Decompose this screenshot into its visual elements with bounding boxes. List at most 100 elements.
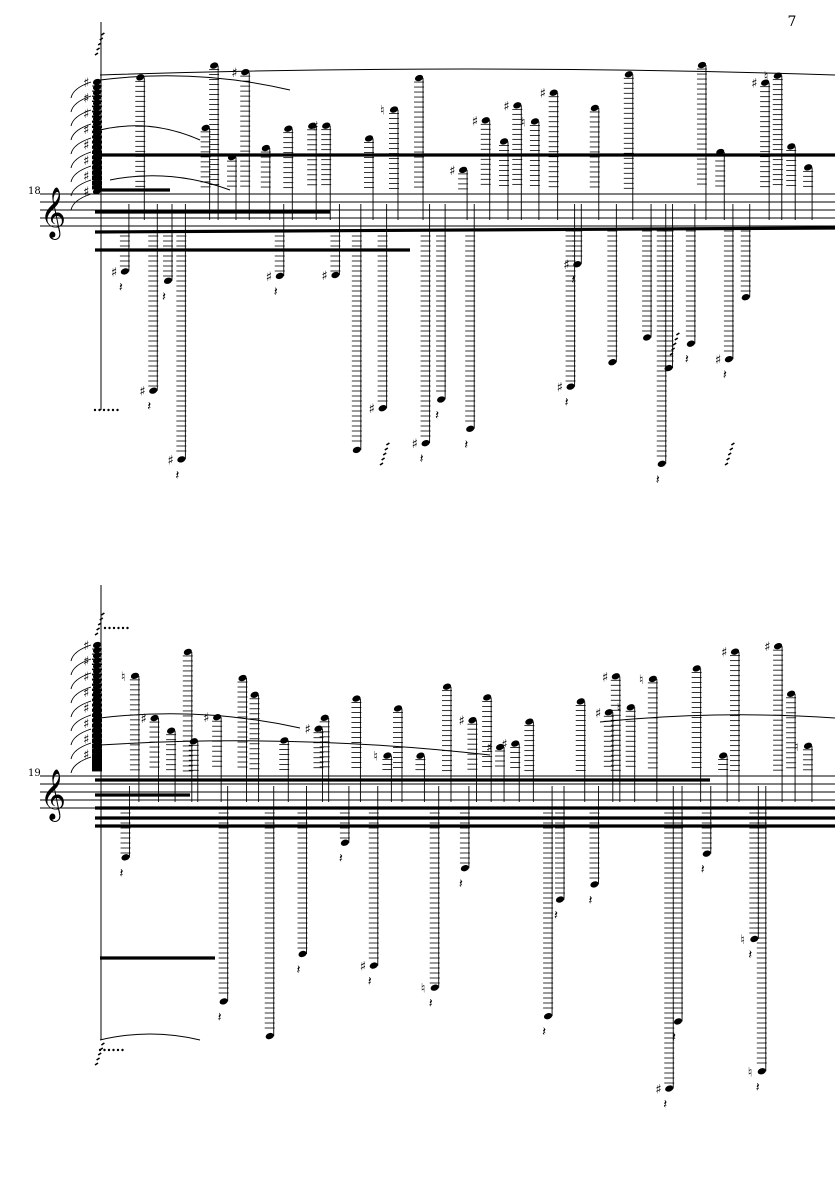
note-accidental: ♮ xyxy=(740,933,745,948)
tie-arc xyxy=(70,109,92,127)
note xyxy=(511,740,520,747)
dotted-extension xyxy=(103,1048,106,1052)
system-19: 𝄞♯♯♯♯♯♯♯♯𝄽♮♯♯𝄽𝄽♯𝄽♯𝄽♮♮𝄽𝄽♯♯♯𝄽𝄽𝄽♯♯♮♮♯𝄽𝄽𝄽♯♮𝄽… xyxy=(40,585,835,1113)
cluster-note xyxy=(92,719,102,727)
tremolo-mark xyxy=(674,337,679,341)
tie-arc xyxy=(70,714,92,732)
tremolo-mark xyxy=(94,632,99,636)
note-accidental: ♯ xyxy=(412,437,418,452)
rest: 𝄽 xyxy=(339,852,343,867)
tremolo-mark xyxy=(381,457,386,461)
rest: 𝄽 xyxy=(429,997,433,1012)
rest: 𝄽 xyxy=(672,1030,676,1045)
note-accidental: ♯ xyxy=(231,66,237,81)
note xyxy=(665,1085,674,1092)
note xyxy=(261,144,270,152)
cluster-note xyxy=(92,182,102,190)
dotted-extension xyxy=(121,626,125,630)
note xyxy=(320,714,329,722)
note xyxy=(786,690,796,697)
note xyxy=(719,752,728,759)
note xyxy=(642,334,652,341)
rest: 𝄽 xyxy=(748,948,752,963)
tremolo-mark xyxy=(100,612,105,616)
cluster-note xyxy=(92,678,102,685)
cluster-note xyxy=(92,104,102,112)
cluster-note xyxy=(92,130,102,138)
note xyxy=(664,364,673,372)
note xyxy=(673,1018,683,1025)
note xyxy=(803,742,813,749)
note xyxy=(757,1068,766,1075)
note xyxy=(393,705,403,712)
note xyxy=(499,138,509,145)
cluster-note-accidental: ♯ xyxy=(83,123,89,138)
note xyxy=(604,709,613,716)
tie-arc xyxy=(70,686,92,704)
tie-arc xyxy=(70,672,92,690)
note xyxy=(459,166,468,174)
tie-arc xyxy=(70,165,92,183)
cluster-note-accidental: ♯ xyxy=(83,670,89,685)
rest: 𝄽 xyxy=(175,468,179,483)
tie-arc xyxy=(70,742,92,760)
cluster-note-accidental: ♯ xyxy=(83,154,89,169)
note-accidental: ♯ xyxy=(486,741,492,756)
tremolo-mark xyxy=(675,332,680,336)
measure-number-18: 18 xyxy=(28,186,41,197)
note xyxy=(416,752,425,759)
note xyxy=(530,118,539,125)
cluster-note-accidental: ♯ xyxy=(83,686,89,701)
rest: 𝄽 xyxy=(588,893,592,908)
note-accidental: ♯ xyxy=(167,453,173,468)
note-accidental: ♮ xyxy=(373,750,378,765)
dotted-extension xyxy=(98,408,101,412)
dotted-extension xyxy=(112,1048,115,1052)
note xyxy=(340,839,349,846)
cluster-note xyxy=(92,667,102,675)
cluster-note-accidental: ♯ xyxy=(83,655,89,670)
cluster-note xyxy=(92,756,102,763)
note xyxy=(730,648,740,655)
rest: 𝄽 xyxy=(120,866,124,881)
note xyxy=(213,714,222,721)
measure-number-19: 19 xyxy=(28,768,41,779)
note-accidental: ♮ xyxy=(617,701,622,716)
cluster-note xyxy=(92,683,102,690)
tremolo-mark xyxy=(724,462,729,466)
note xyxy=(389,106,399,113)
note xyxy=(227,153,237,161)
note xyxy=(183,648,192,656)
note xyxy=(369,962,378,969)
tie-arc xyxy=(70,151,92,169)
rest: 𝄽 xyxy=(119,280,123,295)
cluster-note xyxy=(92,662,102,669)
note xyxy=(430,984,439,991)
note xyxy=(460,864,469,872)
note-accidental: ♯ xyxy=(360,960,366,975)
treble-clef: 𝄞 xyxy=(40,187,66,240)
cluster-note xyxy=(92,751,102,758)
note xyxy=(773,72,782,79)
cluster-note xyxy=(92,125,102,132)
page-number: 7 xyxy=(787,14,797,30)
note xyxy=(265,1032,274,1040)
note xyxy=(378,405,387,412)
cluster-note xyxy=(92,740,102,747)
note xyxy=(414,74,424,82)
note xyxy=(331,271,340,279)
cluster-note xyxy=(92,699,102,706)
note xyxy=(724,356,733,363)
note xyxy=(275,272,284,280)
note xyxy=(483,694,492,701)
cluster-note-accidental: ♯ xyxy=(83,701,89,716)
cluster-note xyxy=(92,167,102,174)
cluster-note xyxy=(92,156,102,164)
system-18: 𝄞♯♯♯♯♯♯♯♯♯𝄽♯𝄽𝄽♯𝄽♯♯𝄽♯♯♯♮♯𝄽𝄽♯𝄽♯♯♮♯♯𝄽♯𝄽𝄽𝄽♯𝄽… xyxy=(40,22,835,488)
cluster-note xyxy=(92,673,102,680)
rest: 𝄽 xyxy=(756,1080,760,1095)
note xyxy=(608,359,617,366)
tremolo-mark xyxy=(96,627,101,631)
note xyxy=(163,277,173,284)
note-accidental: ♯ xyxy=(304,723,310,738)
